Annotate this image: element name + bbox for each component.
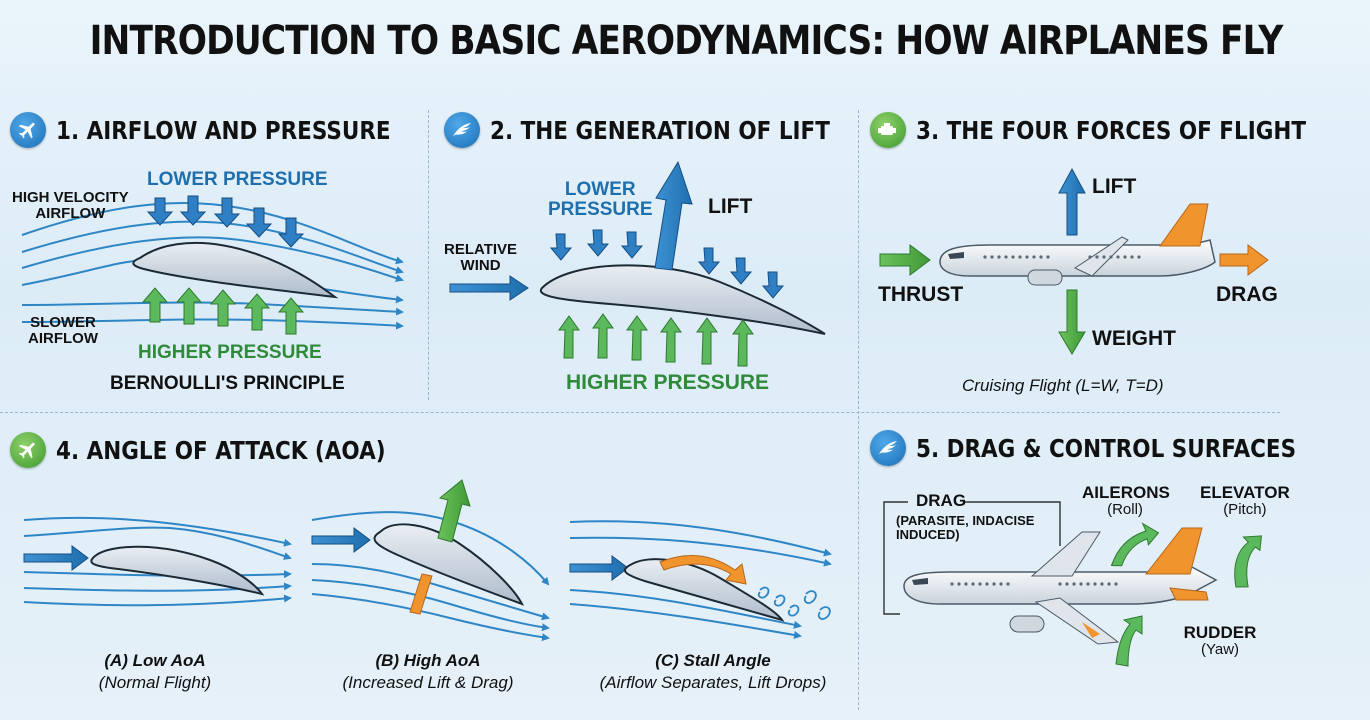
- vertical-divider-2: [858, 110, 859, 710]
- rudder-label: RUDDER (Yaw): [1182, 624, 1258, 658]
- rudder-title: RUDDER: [1183, 623, 1257, 642]
- low-aoa-sub: (Normal Flight): [98, 673, 212, 693]
- relative-wind-label: RELATIVE WIND: [444, 241, 518, 274]
- lift-arrow: [437, 479, 471, 543]
- low-aoa-diagram: [23, 516, 292, 607]
- elevator-sub: (Pitch): [1223, 500, 1267, 518]
- panel-title: 5. DRAG & CONTROL SURFACES: [916, 433, 1297, 463]
- airfoil: [132, 242, 339, 299]
- wing-icon: [870, 430, 906, 466]
- high-aoa-sub: (Increased Lift & Drag): [342, 673, 514, 693]
- high-aoa-diagram: [311, 479, 550, 642]
- lift-arrow: [654, 160, 693, 271]
- stall-label: (C) Stall Angle: [655, 651, 771, 670]
- aoa-diagrams: [23, 479, 832, 642]
- separated-flow-arrow: [659, 555, 747, 585]
- stall-angle-diagram: [569, 520, 832, 639]
- weight-arrow: [1058, 289, 1086, 355]
- cruising-caption: Cruising Flight (L=W, T=D): [962, 376, 1164, 395]
- lift-label: LIFT: [1092, 175, 1137, 198]
- slower-airflow-label: SLOWER AIRFLOW: [28, 314, 98, 347]
- rudder-sub: (Yaw): [1200, 640, 1240, 658]
- airplane-icon: [10, 432, 46, 468]
- airplane: [939, 203, 1216, 286]
- panel-angle-of-attack: 4. ANGLE OF ATTACK (AOA): [0, 414, 858, 720]
- ailerons-title: AILERONS: [1082, 483, 1170, 502]
- high-aoa-label: (B) High AoA: [375, 651, 481, 670]
- panel-drag-control-surfaces: 5. DRAG & CONTROL SURFACES DRAG (PARASIT…: [860, 414, 1296, 720]
- lower-pressure-label: LOWER PRESSURE: [147, 169, 328, 190]
- control-surfaces-diagram: [883, 501, 1262, 667]
- panel-title: 1. AIRFLOW AND PRESSURE: [56, 115, 391, 145]
- ailerons-label: AILERONS (Roll): [1082, 483, 1170, 518]
- ailerons-sub: (Roll): [1107, 500, 1143, 518]
- airplane: [903, 527, 1218, 645]
- elevator-title: ELEVATOR: [1200, 483, 1290, 502]
- elevator-label: ELEVATOR (Pitch): [1200, 484, 1290, 518]
- airplane-icon: [10, 112, 46, 148]
- higher-pressure-label: HIGHER PRESSURE: [566, 371, 770, 394]
- stall-caption: (C) Stall Angle (Airflow Separates, Lift…: [582, 650, 844, 694]
- airflow-diagram: [21, 195, 404, 335]
- lower-pressure-arrows: [146, 195, 305, 248]
- relative-wind-arrow: [449, 275, 529, 301]
- engine-icon: [870, 112, 906, 148]
- panel-airflow-pressure: 1. AIRFLOW AND PRESSURE HIGH VELOCITY AI…: [0, 100, 428, 410]
- higher-pressure-label: HIGHER PRESSURE: [138, 342, 322, 363]
- drag-label: DRAG: [916, 491, 967, 510]
- drag-label: DRAG: [1216, 283, 1278, 306]
- lower-pressure-label: LOWER PRESSURE: [548, 179, 653, 220]
- bernoulli-label: BERNOULLI'S PRINCIPLE: [110, 373, 345, 394]
- low-aoa-label: (A) Low AoA: [104, 651, 206, 670]
- stall-sub: (Airflow Separates, Lift Drops): [599, 673, 827, 693]
- low-aoa-caption: (A) Low AoA (Normal Flight): [80, 650, 230, 694]
- lower-pressure-arrows: [549, 229, 785, 299]
- panel-title: 4. ANGLE OF ATTACK (AOA): [56, 435, 386, 465]
- higher-pressure-arrows: [141, 287, 305, 335]
- lift-diagram: [449, 160, 826, 367]
- high-velocity-label: HIGH VELOCITY AIRFLOW: [12, 189, 129, 222]
- vertical-divider-1: [428, 110, 429, 400]
- airfoil: [539, 264, 826, 335]
- lift-arrow: [1058, 167, 1086, 236]
- drag-bracket: [883, 501, 908, 615]
- weight-label: WEIGHT: [1092, 327, 1176, 350]
- lift-label: LIFT: [708, 195, 753, 218]
- control-arrows: [1110, 522, 1262, 667]
- panel-four-forces: 3. THE FOUR FORCES OF FLIGHT LIFT THRUST…: [860, 100, 1306, 410]
- drag-sub-label: (PARASITE, INDACISE INDUCED): [896, 513, 1035, 542]
- four-forces-diagram: [879, 167, 1269, 355]
- thrust-arrow: [879, 244, 931, 276]
- thrust-label: THRUST: [878, 283, 964, 306]
- panel-title: 3. THE FOUR FORCES OF FLIGHT: [916, 115, 1307, 145]
- wing-icon: [444, 112, 480, 148]
- drag-arrow: [409, 573, 433, 615]
- panel-generation-of-lift: 2. THE GENERATION OF LIFT LOWER PRESSURE…: [430, 100, 858, 410]
- drag-arrow: [1219, 244, 1269, 276]
- high-aoa-caption: (B) High AoA (Increased Lift & Drag): [328, 650, 528, 694]
- turbulence-swirls: [757, 586, 831, 620]
- higher-pressure-arrows: [558, 313, 754, 367]
- panel-title: 2. THE GENERATION OF LIFT: [490, 115, 830, 145]
- horizontal-divider: [0, 412, 1280, 413]
- page-title: INTRODUCTION TO BASIC AERODYNAMICS: HOW …: [89, 18, 1284, 64]
